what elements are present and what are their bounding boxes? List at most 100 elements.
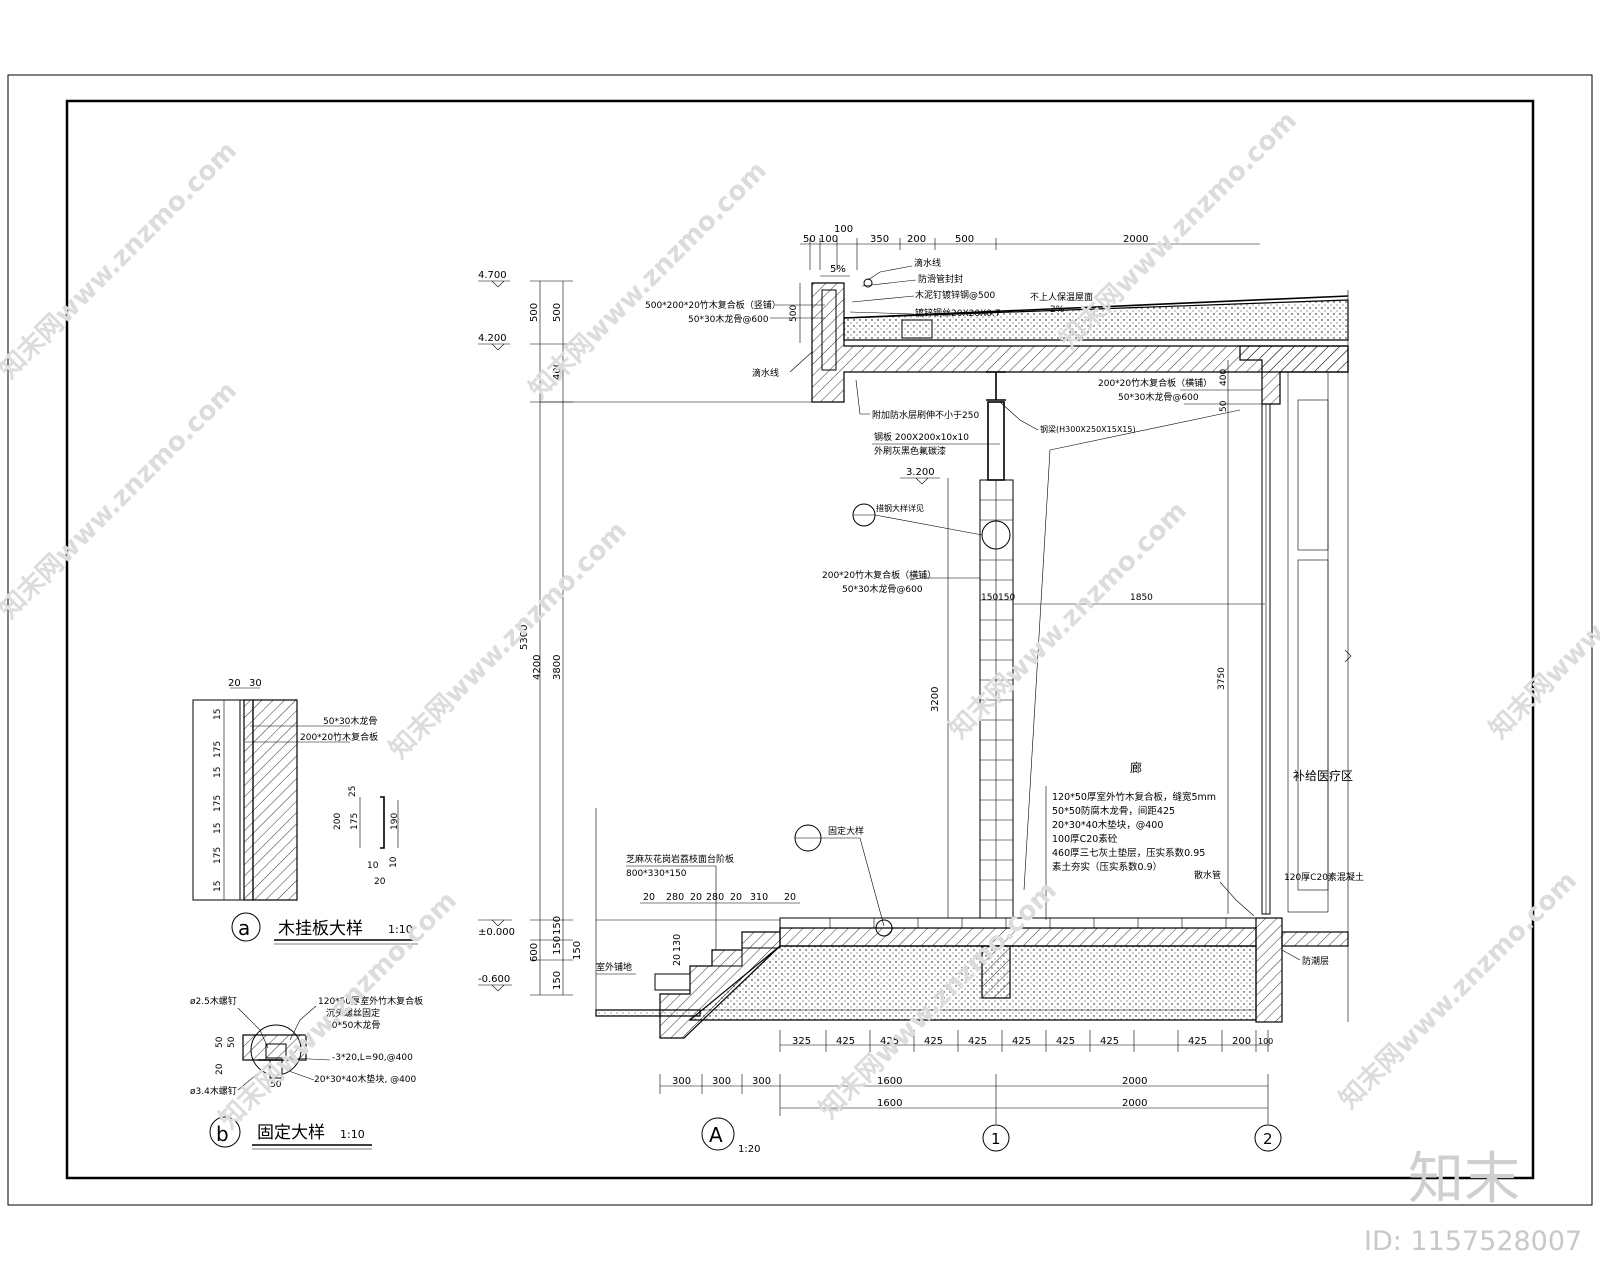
stair-dim-130: 130 — [672, 934, 683, 952]
fascia-panel — [821, 289, 837, 371]
dim-a-side-7: 15 — [213, 881, 223, 892]
col-label-panel: 200*20竹木复合板（横铺） — [822, 569, 936, 581]
section-circle-letter: A — [709, 1123, 723, 1147]
roof-slope: 5% — [830, 264, 846, 275]
ldim-3200: 3200 — [930, 687, 941, 712]
roof-label-seal: 防滑管封封 — [918, 273, 963, 285]
bdim1-425-b: 425 — [880, 1036, 899, 1047]
stair-dim-20-a: 20 — [643, 892, 655, 903]
fascia-label-batten: 50*30木龙骨@600 — [688, 313, 769, 325]
right-window-frame — [1287, 371, 1329, 913]
detail-a-circle-letter: a — [238, 916, 250, 940]
stair-label-3: 室外铺地 — [596, 961, 632, 973]
right-base-label-2: 120厚C20素混凝土 — [1284, 871, 1364, 883]
floor-layer-3: 20*30*40木垫块，@400 — [1052, 819, 1163, 831]
dim-a-top-1: 20 — [228, 678, 241, 689]
stair-dim-20-b: 20 — [690, 892, 702, 903]
profile-dim-7: 10 — [389, 856, 399, 868]
col-label-plate: 钢板 200X200x10x10 — [874, 431, 969, 443]
bdim1-325: 325 — [792, 1036, 811, 1047]
watermark-text: 知末网www.znzmo.com — [524, 156, 773, 405]
stair-tread-2 — [711, 949, 743, 967]
elev-0000: ±0.000 — [478, 927, 515, 938]
elev-4200: 4.200 — [478, 333, 507, 344]
right-label-batten: 50*30木龙骨@600 — [1118, 391, 1199, 403]
dim-a-top-2: 30 — [249, 678, 262, 689]
stair-tread-3 — [654, 973, 691, 991]
right-label-panel: 200*20竹木复合板（横铺） — [1098, 377, 1212, 389]
detail-a-batten — [239, 699, 245, 901]
col-dim-1850: 1850 — [1130, 593, 1153, 603]
bdim1-200: 200 — [1232, 1036, 1251, 1047]
detail-b-label-strap: -3*20,L=90,@400 — [332, 1053, 413, 1063]
detail-b-screw-1: ø2.5木螺钉 — [190, 995, 237, 1007]
stair-dim-310: 310 — [750, 892, 768, 903]
tdim-2000: 2000 — [1123, 234, 1148, 245]
image-id: ID: 1157528007 — [1364, 1226, 1582, 1257]
grid-label-1: 1 — [991, 1130, 1001, 1148]
right-base-label-3: 防潮层 — [1302, 955, 1329, 967]
fascia-label-waterproof: 附加防水层刷伸不小于250 — [872, 409, 979, 421]
detail-b-label-screw: 沉头螺丝固定 — [326, 1007, 380, 1019]
bdim1-425-e: 425 — [1012, 1036, 1031, 1047]
corridor-label: 廊 — [1130, 760, 1142, 775]
bdim3-2000: 2000 — [1122, 1098, 1147, 1109]
bdim2-2000: 2000 — [1122, 1076, 1147, 1087]
grid-bubble-1 — [982, 1124, 1010, 1152]
tdim-100-a: 100 — [819, 234, 838, 245]
bdim2-300-b: 300 — [712, 1076, 731, 1087]
drawing-border — [65, 99, 1535, 1180]
detail-a-scale: 1:10 — [388, 923, 413, 936]
detail-b: ø2.5木螺钉 ø3.4木螺钉 120*50厚室外竹木复合板 沉头螺丝固定 50… — [190, 995, 423, 1150]
dim-a-side-1: 15 — [213, 709, 223, 720]
col-dim-3750: 3750 — [1217, 667, 1227, 690]
section-circle — [701, 1117, 735, 1151]
floor-layer-2: 50*50防腐木龙骨，间距425 — [1052, 805, 1175, 817]
roof-label-insulation: 不上人保温屋面 — [1030, 291, 1093, 303]
bdim1-425-c: 425 — [924, 1036, 943, 1047]
floor-layer-6: 素土夯实（压实系数0.9） — [1052, 861, 1162, 873]
col-label-paint: 外刷灰黑色氟碳漆 — [874, 445, 946, 457]
stair-label-1: 芝麻灰花岗岩荔枝面台阶板 — [626, 853, 734, 865]
detail-a-title: 木挂板大样 — [278, 919, 363, 939]
bdim1-425-h: 425 — [1188, 1036, 1207, 1047]
detail-b-label-block: 20*30*40木垫块, @400 — [314, 1073, 417, 1085]
ldim-150-c: 150 — [552, 971, 563, 990]
ldim-150-a: 150 — [552, 916, 563, 935]
detail-b-ring — [250, 1024, 302, 1076]
detail-b-screw-2: ø3.4木螺钉 — [190, 1085, 237, 1097]
bdim1-100: 100 — [1258, 1037, 1273, 1046]
room-label: 补给医疗区 — [1293, 769, 1353, 783]
tdim-100-b: 100 — [834, 224, 853, 235]
col-label-beam: 钢梁(H300X250X15X15) — [1040, 424, 1136, 434]
tdim-200: 200 — [907, 234, 926, 245]
dim-a-side-4: 175 — [213, 795, 223, 812]
ldim-500-a: 500 — [529, 303, 540, 322]
roof-label-drip: 滴水线 — [914, 257, 941, 269]
dim-a-side-3: 15 — [213, 767, 223, 778]
right-dim-400: 400 — [1219, 369, 1229, 386]
roof-curb — [901, 319, 933, 339]
col-label-detail: 措钢大样详见 — [876, 503, 924, 513]
bdim1-425-a: 425 — [836, 1036, 855, 1047]
grid-bubble-2 — [1254, 1124, 1282, 1152]
detail-a-panel — [243, 699, 254, 901]
ldim-3800: 3800 — [552, 655, 563, 680]
detail-b-label-batten: 50*50木龙骨 — [326, 1019, 380, 1031]
section-scale: 1:20 — [738, 1144, 760, 1155]
ldim-150-d: 150 — [572, 941, 583, 960]
fix-callout-label: 固定大样 — [828, 825, 864, 837]
column-footing — [981, 945, 1011, 999]
profile-dim-2: 200 — [333, 813, 343, 830]
floor-layer-1: 120*50厚室外竹木复合板，缝宽5mm — [1052, 791, 1216, 803]
stair-dim-20-e: 20 — [672, 954, 683, 966]
right-footing — [1255, 917, 1283, 1023]
detail-b-dim-2: 20 — [215, 1063, 225, 1075]
roof-label-nail: 木泥钉镀锌钢@500 — [915, 289, 995, 301]
profile-dim-1: 25 — [348, 786, 358, 797]
stair-label-2: 800*330*150 — [626, 869, 687, 879]
detail-b-title: 固定大样 — [257, 1123, 325, 1143]
profile-dim-4: 190 — [390, 813, 400, 830]
detail-b-label-board: 120*50厚室外竹木复合板 — [318, 995, 423, 1007]
profile-dim-5: 10 — [367, 861, 379, 871]
